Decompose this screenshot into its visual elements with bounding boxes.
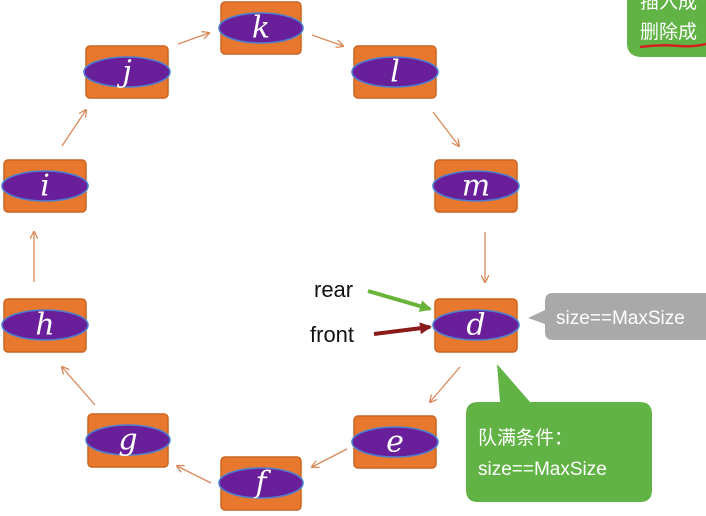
full-condition-line-2: size==MaxSize [478,459,607,480]
node-l-label: l [390,55,400,90]
node-f-ellipse [218,467,304,499]
front-pointer: front [310,322,432,347]
node-l: l [351,45,439,99]
node-i: i [1,159,89,213]
full-condition-line-1: 队满条件： [478,427,573,449]
rear-pointer: rear [314,277,432,312]
arrow-f-to-g [177,466,212,484]
full-condition-callout: 队满条件： size==MaxSize [466,364,652,502]
node-d-ellipse [432,309,520,341]
node-g: g [85,413,171,468]
corner-note: 插入成 删除成 [627,0,706,57]
size-callout: size==MaxSize [528,293,706,340]
node-e-ellipse [351,426,439,458]
node-m-ellipse [432,170,520,202]
node-i-label: i [40,169,50,204]
node-h: h [1,298,89,353]
size-callout-shape [528,293,706,340]
full-condition-callout-shape [466,364,652,502]
corner-note-line-1: 插入成 [640,0,697,13]
ring-arrows [34,33,485,484]
size-callout-text: size==MaxSize [556,308,685,329]
node-m: m [432,159,520,213]
arrow-d-to-e [430,366,461,402]
arrow-g-to-h [62,367,96,406]
arrow-k-to-l [311,34,343,46]
node-m-label: m [462,169,490,204]
corner-note-line-2: 删除成 [640,21,697,43]
node-j: j [83,45,171,99]
node-h-label: h [35,308,54,343]
node-d: d [432,298,520,353]
node-d-label: d [466,308,485,343]
arrow-e-to-f [312,448,348,467]
node-e: e [351,415,439,469]
node-i-ellipse [1,170,89,202]
node-e-label: e [386,425,404,460]
corner-note-shape [627,0,706,57]
arrow-l-to-m [432,111,459,146]
rear-label: rear [314,277,353,302]
front-arrow [373,322,432,336]
node-h-ellipse [1,309,89,341]
node-l-ellipse [351,56,439,88]
node-g-label: g [118,423,137,458]
node-g-ellipse [85,424,171,456]
node-f: f [218,456,304,511]
node-j-ellipse [83,56,171,88]
front-label: front [310,322,354,347]
node-k: k [218,1,304,55]
rear-arrow [367,289,432,312]
node-k-label: k [252,11,270,46]
node-k-ellipse [218,12,304,44]
arrow-i-to-j [61,110,86,147]
arrow-j-to-k [177,33,209,45]
corner-note-underline [639,42,706,49]
